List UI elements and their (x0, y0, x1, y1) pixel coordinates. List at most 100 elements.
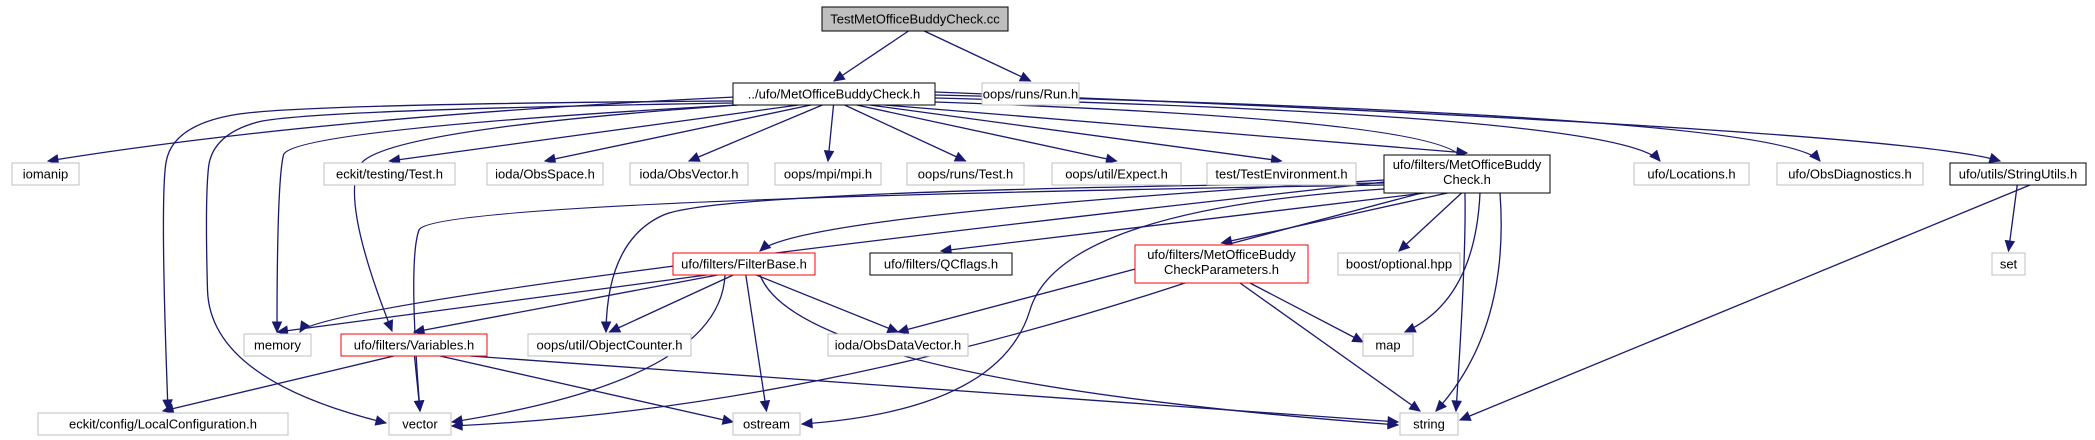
arrowhead-icon (543, 153, 557, 164)
edge-root-to-run (923, 30, 1032, 82)
node-label: Check.h (1443, 172, 1491, 187)
node-objcounter: oops/util/ObjectCounter.h (527, 333, 692, 357)
edge-line (884, 104, 1468, 154)
edge-buddy-to-localconf (162, 100, 734, 412)
arrowhead-icon (1351, 332, 1365, 343)
edge-line (1249, 282, 1364, 343)
node-label: ufo/filters/MetOfficeBuddy (1393, 157, 1542, 172)
edge-line (544, 104, 812, 162)
edge-filterbase-to-memory (276, 274, 707, 336)
arrowhead-icon (450, 420, 463, 431)
node-box (527, 333, 692, 357)
node-set: set (1991, 252, 2026, 276)
node-box (869, 252, 1013, 276)
arrowhead-icon (1018, 71, 1032, 82)
arrowhead-icon (1988, 152, 2002, 163)
arrowhead-icon (412, 324, 426, 336)
node-buddy[interactable]: ../ufo/MetOfficeBuddyCheck.h (732, 82, 936, 106)
node-qcflags[interactable]: ufo/filters/QCflags.h (869, 252, 1013, 276)
node-box (340, 333, 488, 357)
node-label: ufo/utils/StringUtils.h (1959, 167, 2078, 182)
node-label: oops/util/ObjectCounter.h (537, 338, 683, 353)
node-label: ufo/filters/FilterBase.h (681, 257, 807, 272)
arrowhead-icon (1398, 239, 1411, 252)
edge-line (1404, 192, 1481, 333)
edge-line (1459, 184, 2031, 421)
edge-line (205, 102, 735, 424)
node-box (1134, 244, 1309, 284)
arrowhead-icon (1809, 149, 1821, 162)
node-box (1991, 252, 2026, 276)
edge-filtbuddy-to-boostopt (1398, 192, 1463, 252)
edge-line (451, 282, 1186, 427)
edge-line (299, 181, 1385, 333)
edge-line (801, 188, 1385, 425)
edge-line (1239, 282, 1421, 412)
edge-filtbuddy-to-filterbase (759, 179, 1385, 252)
node-label: ufo/Locations.h (1647, 167, 1735, 182)
node-label: ostream (743, 417, 790, 432)
edge-line (934, 97, 1661, 162)
edge-line (413, 184, 1385, 412)
edge-line (276, 104, 737, 333)
edge-line (605, 182, 1385, 333)
node-box (243, 333, 312, 357)
node-variables[interactable]: ufo/filters/Variables.h (340, 333, 488, 357)
node-obsdatavec: ioda/ObsDataVector.h (827, 333, 969, 357)
node-root[interactable]: TestMetOfficeBuddyCheck.cc (821, 6, 1009, 32)
node-mpi: oops/mpi/mpi.h (774, 162, 882, 186)
node-label: string (1413, 417, 1445, 432)
node-label: ufo/filters/MetOfficeBuddy (1147, 247, 1296, 262)
arrowhead-icon (1387, 415, 1400, 427)
edge-filterbase-to-ostream (745, 274, 771, 413)
edge-line (47, 96, 736, 162)
edge-line (353, 104, 739, 332)
node-ecktest: eckit/testing/Test.h (323, 162, 456, 186)
arrowhead-icon (687, 152, 701, 162)
nodes-layer: TestMetOfficeBuddyCheck.cc ../ufo/MetOffi… (11, 6, 2087, 436)
node-label: set (2000, 257, 2018, 272)
node-map: map (1362, 333, 1414, 357)
edge-buddy-to-mpi (823, 104, 835, 163)
edge-line (162, 355, 395, 412)
edge-buddy-to-testenv (869, 104, 1283, 165)
edge-strutils-to-string (1458, 184, 2031, 421)
node-testenv: test/TestEnvironment.h (1206, 162, 1357, 186)
edge-params-to-string (1239, 282, 1421, 412)
arrowhead-icon (2004, 239, 2016, 253)
edge-buddy-to-locations (934, 97, 1661, 162)
edge-filtbuddy-to-map (1403, 192, 1481, 333)
node-label: ufo/filters/QCflags.h (884, 257, 998, 272)
node-vector: vector (388, 412, 452, 436)
arrowhead-icon (46, 154, 60, 165)
node-strutils[interactable]: ufo/utils/StringUtils.h (1949, 162, 2087, 186)
arrowhead-icon (374, 415, 388, 426)
edge-filtbuddy-to-ostream (800, 188, 1385, 429)
node-label: eckit/testing/Test.h (336, 167, 443, 182)
node-box (388, 412, 452, 436)
node-box (629, 162, 749, 186)
node-box (732, 412, 801, 436)
node-label: TestMetOfficeBuddyCheck.cc (830, 12, 1000, 27)
node-box (1337, 252, 1461, 276)
edge-filtbuddy-to-params (1220, 192, 1448, 246)
node-filterbase[interactable]: ufo/filters/FilterBase.h (672, 252, 816, 276)
edge-line (745, 274, 768, 412)
edge-filtbuddy-to-vector (413, 184, 1385, 413)
node-oopstest: oops/runs/Test.h (906, 162, 1025, 186)
node-label: test/TestEnvironment.h (1215, 167, 1347, 182)
edge-line (1398, 192, 1463, 252)
node-params[interactable]: ufo/filters/MetOfficeBuddyCheckParameter… (1134, 244, 1309, 284)
node-box (323, 162, 456, 186)
edge-buddy-to-expect (856, 104, 1118, 164)
node-label: CheckParameters.h (1164, 262, 1279, 277)
arrowhead-icon (1403, 322, 1417, 333)
edge-line (688, 104, 823, 162)
node-filtbuddy[interactable]: ufo/filters/MetOfficeBuddyCheck.h (1383, 154, 1551, 194)
arrowhead-icon (1649, 149, 1661, 162)
edge-filterbase-to-obsdatavec (756, 274, 900, 333)
edges-layer (46, 30, 2031, 431)
arrowhead-icon (759, 399, 771, 413)
edge-line (856, 104, 1117, 162)
